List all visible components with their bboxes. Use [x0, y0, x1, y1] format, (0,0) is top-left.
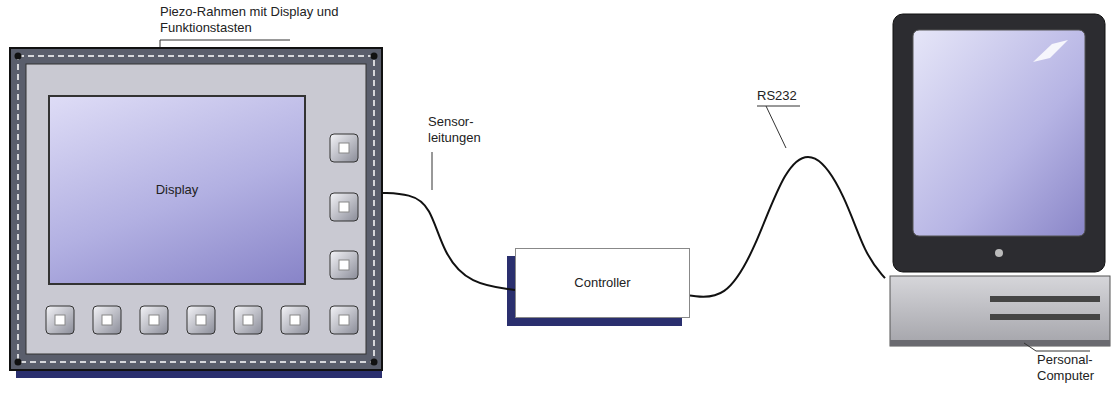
computer-node: Personal- Computer — [885, 8, 1112, 394]
leader-line — [757, 106, 800, 148]
callout-label: Personal- Computer — [1037, 352, 1109, 384]
function-key — [234, 306, 262, 334]
sensor-cable — [382, 193, 515, 290]
leader-line — [1024, 343, 1090, 351]
key-face — [196, 315, 206, 325]
key-face — [290, 315, 300, 325]
corner-dot — [371, 53, 378, 60]
display-screen: Display — [48, 95, 306, 285]
corner-dot — [15, 53, 22, 60]
monitor-bezel — [893, 14, 1105, 272]
drive-slot — [990, 314, 1100, 320]
cable-label: Sensor- leitungen — [428, 114, 500, 146]
frame-panel — [26, 64, 366, 354]
key-face — [339, 202, 349, 212]
cable-label: RS232 — [757, 88, 817, 104]
function-key — [140, 306, 168, 334]
piezo-dashed-line — [18, 56, 374, 362]
corner-dot — [15, 359, 22, 366]
function-key — [46, 306, 74, 334]
callout-label: Piezo-Rahmen mit Display und Funktionsta… — [160, 4, 410, 36]
function-key — [93, 306, 121, 334]
personal-computer — [890, 14, 1110, 346]
power-button — [995, 249, 1003, 257]
monitor-screen — [913, 30, 1085, 236]
rs232-cable — [690, 157, 885, 297]
function-key — [330, 134, 358, 162]
key-face — [55, 315, 65, 325]
function-key — [330, 193, 358, 221]
box-label: Display — [156, 182, 199, 198]
box-label: Controller — [574, 275, 630, 291]
drive-slot — [990, 296, 1100, 302]
controller-box: Controller — [515, 248, 690, 318]
computer-case — [890, 276, 1110, 346]
piezo-frame-node: Piezo-Rahmen mit Display und Funktionsta… — [10, 48, 382, 370]
corner-dot — [371, 359, 378, 366]
function-key — [330, 251, 358, 279]
key-face — [243, 315, 253, 325]
function-key — [330, 306, 358, 334]
case-foot — [890, 340, 1110, 346]
frame-body — [10, 48, 382, 370]
screen-glare — [1033, 40, 1068, 62]
piezo-frame — [10, 48, 382, 378]
function-key — [281, 306, 309, 334]
leader-line — [160, 40, 290, 47]
key-face — [102, 315, 112, 325]
function-key — [187, 306, 215, 334]
leader-line — [432, 152, 433, 190]
key-face — [339, 260, 349, 270]
key-face — [149, 315, 159, 325]
key-face — [339, 315, 349, 325]
frame-shadow — [16, 56, 382, 378]
key-face — [339, 143, 349, 153]
